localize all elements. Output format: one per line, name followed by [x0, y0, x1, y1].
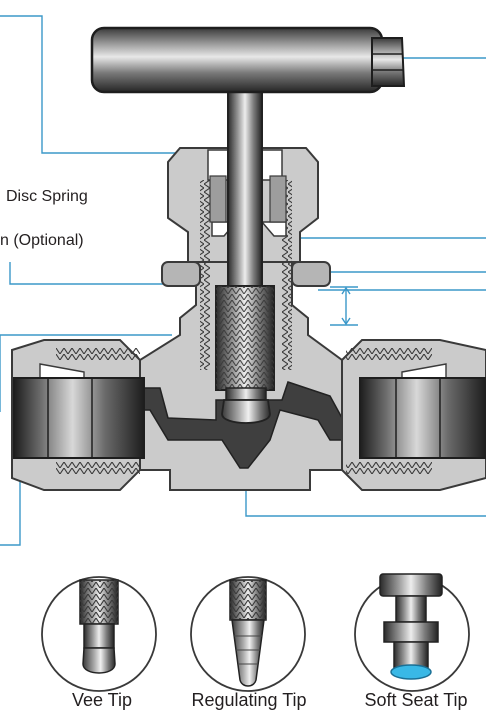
- flow-passage: [139, 381, 343, 469]
- label-optional: n (Optional): [0, 232, 84, 249]
- handle-screw: [371, 37, 406, 87]
- caption-regulating-tip: Regulating Tip: [191, 690, 307, 710]
- tip-regulating-thread-lines: [230, 580, 266, 620]
- tip-soft-seat-body: [383, 621, 439, 643]
- leader-stem-thread: [9, 262, 226, 285]
- gland-left: [209, 175, 227, 223]
- leader-packing-nut: [0, 15, 180, 154]
- tip-soft-seat-neck: [395, 595, 427, 623]
- label-disc-spring: Disc Spring: [6, 188, 88, 205]
- tip-soft-seat: [354, 573, 470, 692]
- tip-soft-seat-insert: [390, 664, 432, 680]
- tip-vee: [41, 576, 157, 692]
- caption-soft-seat-tip: Soft Seat Tip: [364, 690, 468, 710]
- leader-body: [0, 334, 172, 412]
- fitting-right: [341, 339, 486, 491]
- stem-neck: [225, 387, 267, 401]
- nut-right-thread-bottom: [346, 462, 432, 474]
- panel-dim-arrowhead-down: [341, 317, 351, 326]
- handle-bar: [90, 26, 384, 94]
- tube-left: [13, 377, 145, 459]
- lock-nut-right: [291, 261, 331, 287]
- gland-right: [269, 175, 287, 223]
- tip-soft-seat-collar: [379, 573, 443, 597]
- stem-shaft: [227, 87, 263, 289]
- tip-regulating: [190, 576, 306, 692]
- bonnet-thread-left: [200, 180, 210, 370]
- tip-vee-point: [82, 647, 116, 674]
- fitting-left: [11, 339, 145, 491]
- tube-right: [359, 377, 486, 459]
- stem-thread-lines: [216, 286, 274, 390]
- nut-right-thread-top: [346, 348, 432, 360]
- nut-left-thread-top: [56, 348, 140, 360]
- tip-vee-thread-lines: [80, 580, 118, 624]
- tip-vee-neck: [83, 623, 115, 649]
- nut-left-thread-bottom: [56, 462, 140, 474]
- lock-nut-left: [161, 261, 201, 287]
- caption-vee-tip: Vee Tip: [71, 690, 133, 710]
- stem-tip: [221, 399, 271, 424]
- t-handle: [90, 26, 406, 94]
- panel-dim-arrowhead-up: [341, 286, 351, 295]
- leader-tube: [0, 468, 21, 546]
- bonnet-thread-right: [282, 180, 292, 370]
